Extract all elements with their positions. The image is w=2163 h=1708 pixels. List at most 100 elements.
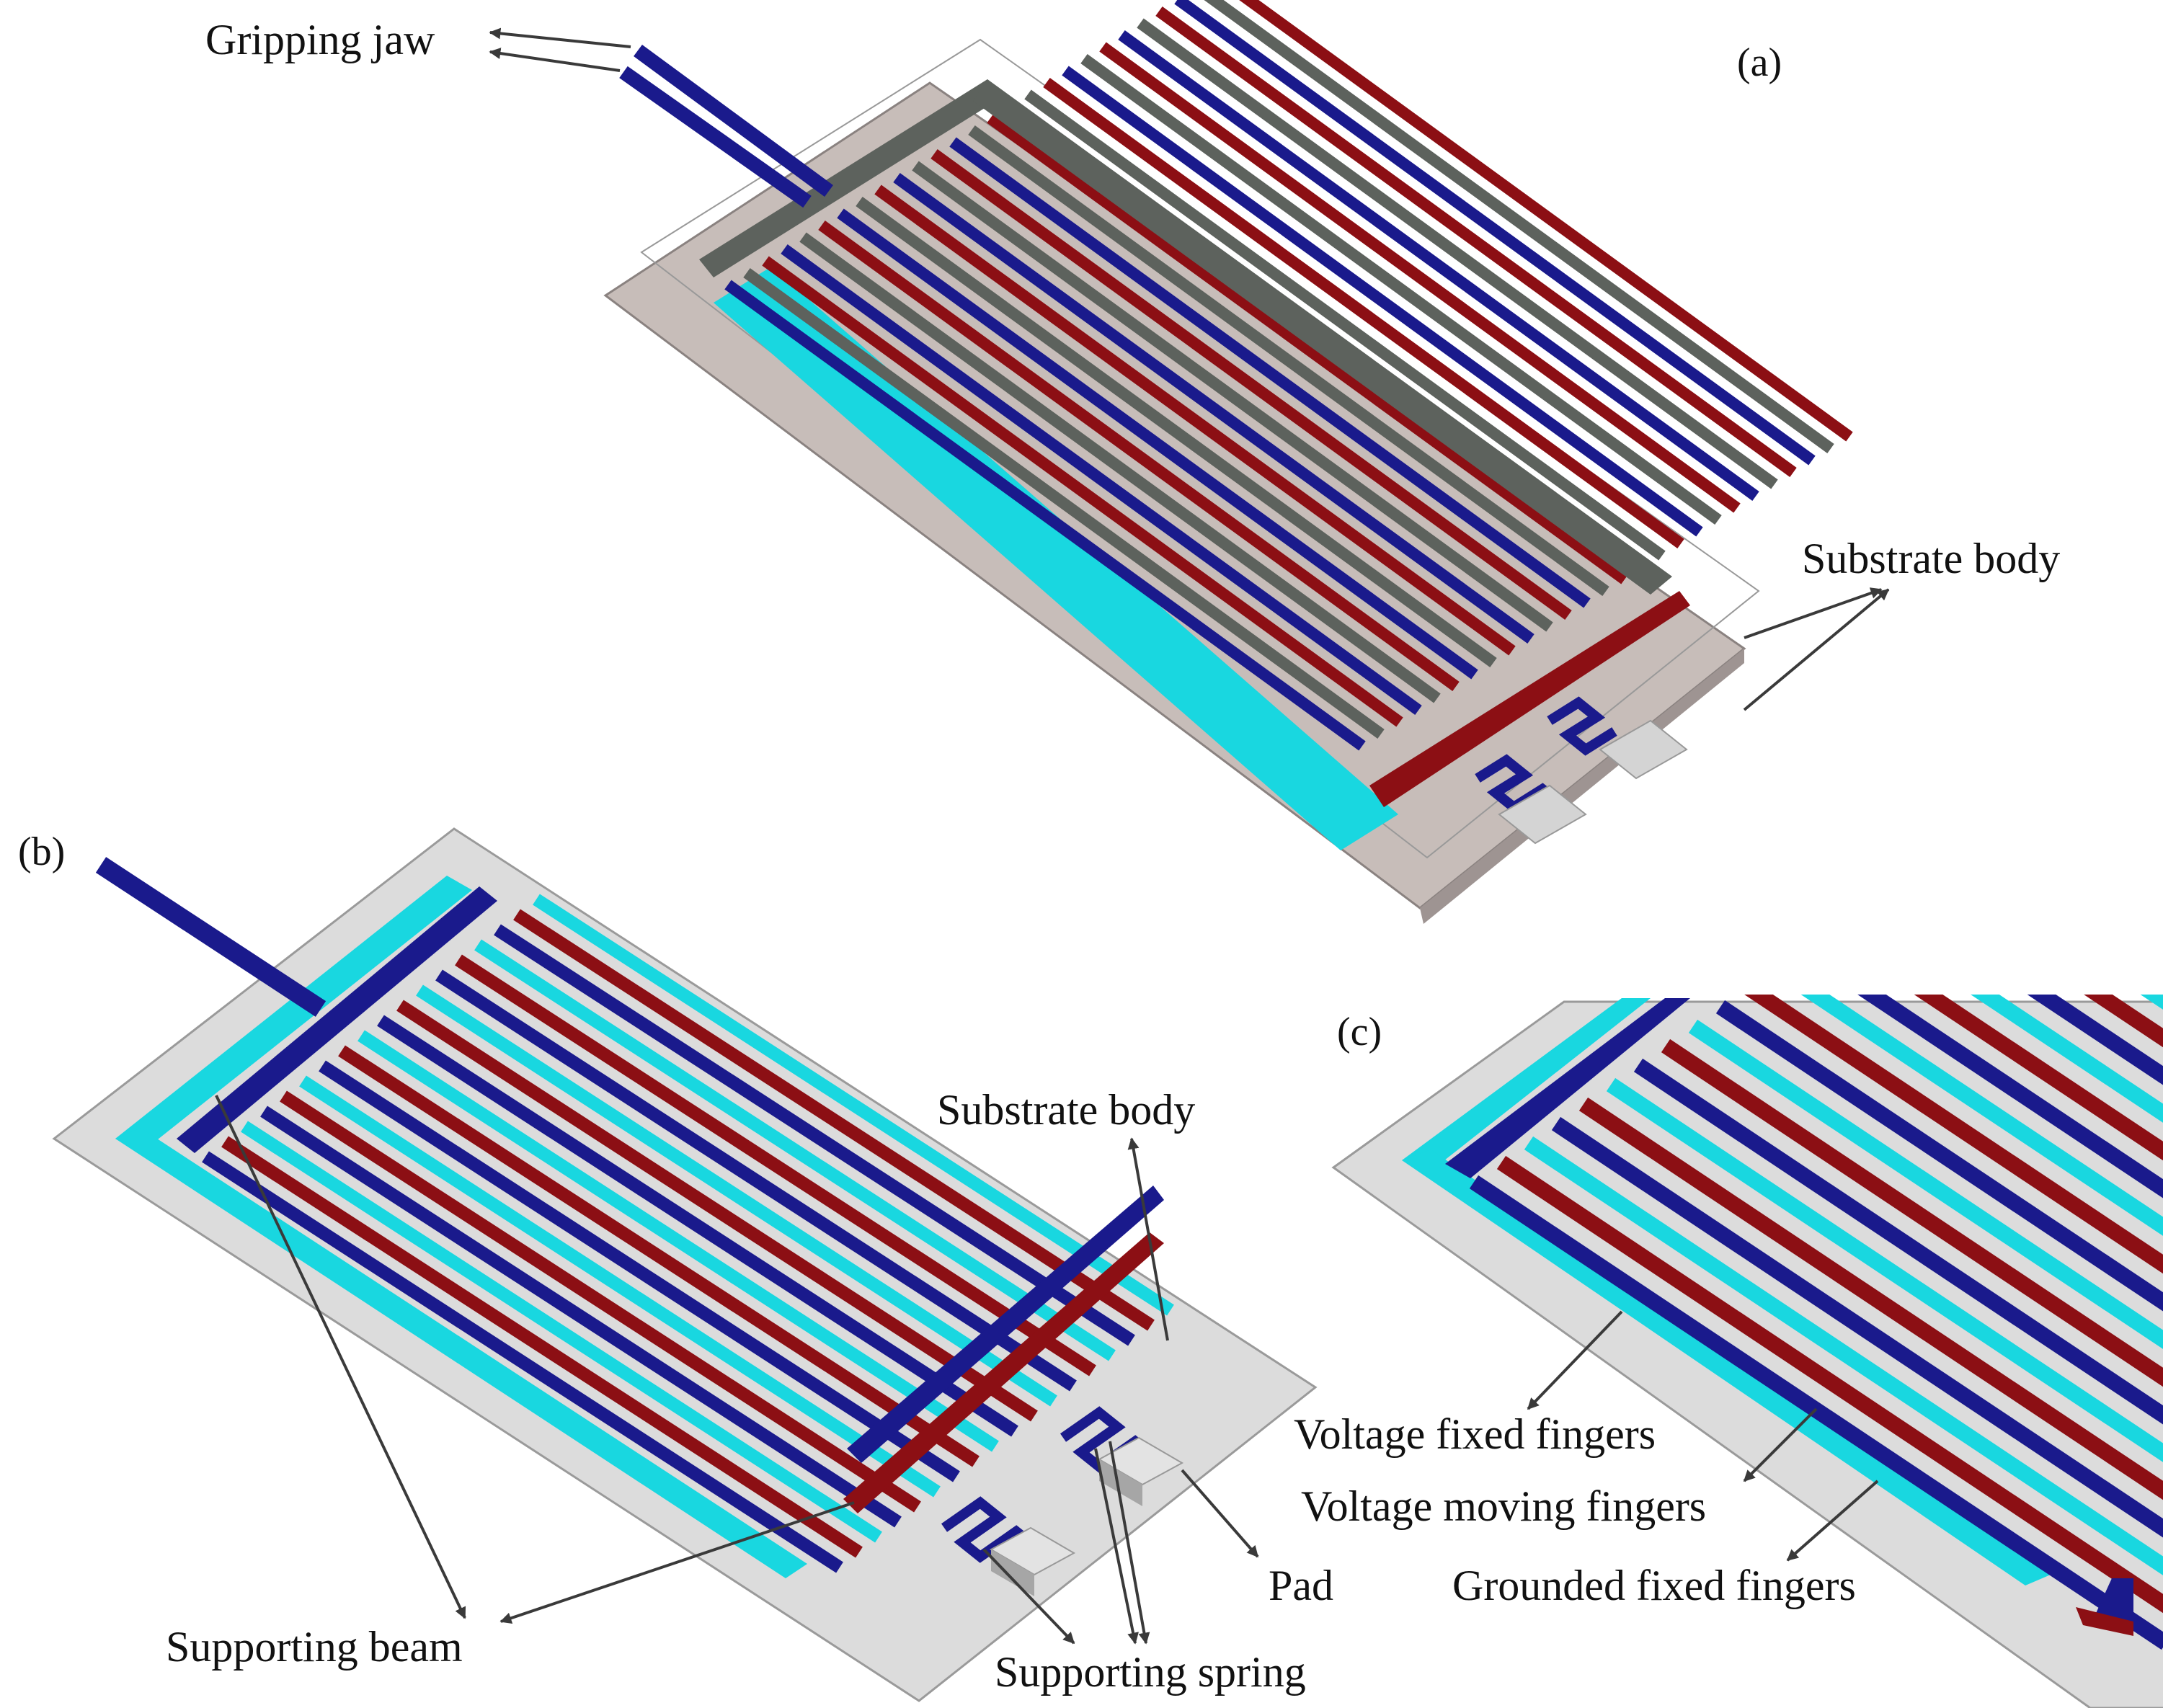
finger-b-6	[319, 1060, 960, 1482]
pad-b-1-side	[991, 1549, 1034, 1596]
finger-a-14	[987, 113, 1628, 584]
finger-b-9	[377, 1015, 1018, 1437]
finger-b-14	[474, 939, 1116, 1361]
finger-a-20	[1099, 42, 1741, 513]
cyan-frame-b-bottom	[115, 1128, 807, 1578]
pad-b-2-top	[1097, 1436, 1184, 1486]
finger-b-7	[338, 1045, 980, 1467]
arrow-voltage-fixed	[1527, 1310, 1623, 1410]
arrow-substrate-a-1	[1744, 587, 1883, 639]
gripping-jaw-2	[619, 66, 812, 208]
red-frame-b	[843, 1232, 1164, 1513]
finger-b-15	[494, 924, 1135, 1346]
finger-a-5	[818, 221, 1460, 691]
spring-pad-area-a	[1475, 696, 1688, 845]
label-pad: Pad	[1269, 1562, 1333, 1609]
cyan-frame-a	[714, 267, 1398, 850]
finger-b-1	[221, 1136, 863, 1558]
finger-a-19	[1080, 54, 1722, 525]
cyan-frame-b-left	[115, 876, 472, 1153]
pad-b-1-top	[989, 1526, 1076, 1576]
label-substrate-body-b: Substrate body	[937, 1086, 1195, 1134]
finger-c-2	[1524, 1136, 2163, 1575]
finger-a-21	[1118, 30, 1759, 501]
finger-a-4	[799, 232, 1441, 703]
label-supporting-beam: Supporting beam	[166, 1623, 463, 1671]
arrow-beam-2	[499, 1501, 855, 1624]
finger-b-0	[202, 1151, 843, 1573]
gray-top-comb	[699, 79, 1002, 277]
finger-a-25	[1204, 0, 1834, 453]
arrow-gripping-jaw-1	[489, 27, 631, 48]
beam-c-right	[2094, 1578, 2133, 1618]
finger-a-10	[912, 161, 1553, 632]
supporting-beam-right	[847, 1186, 1164, 1463]
finger-array-b	[202, 894, 1174, 1573]
finger-b-4	[280, 1090, 921, 1513]
finger-c-4	[1578, 1097, 2163, 1500]
arrow-voltage-moving	[1743, 1407, 1818, 1482]
finger-a-17	[1043, 78, 1684, 548]
finger-a-8	[874, 184, 1516, 656]
finger-b-12	[435, 969, 1077, 1392]
finger-c-0	[1469, 1175, 2163, 1650]
gray-side-comb	[973, 79, 1672, 595]
panel-c-tag: (c)	[1337, 1010, 1382, 1054]
finger-a-23	[1155, 6, 1797, 477]
finger-a-26	[1239, 0, 1853, 442]
label-gripping-jaw: Gripping jaw	[205, 16, 435, 63]
panel-b: (b) Substrate body Supporting beam Pad S…	[18, 827, 1333, 1702]
finger-b-11	[416, 984, 1057, 1407]
panel-a: (a) Gripping jaw Substrate body	[205, 0, 2060, 924]
panel-c: (c) Voltage fixed fingers Voltage moving…	[1294, 995, 2163, 1708]
finger-array-c	[1469, 995, 2163, 1650]
finger-c-13	[1914, 995, 2163, 1161]
finger-a-9	[893, 173, 1534, 644]
finger-b-2	[241, 1121, 882, 1543]
red-frame-c	[2076, 1607, 2133, 1636]
finger-a-18	[1062, 66, 1703, 537]
finger-b-17	[533, 894, 1174, 1316]
finger-c-1	[1496, 1155, 2163, 1614]
label-voltage-fixed: Voltage fixed fingers	[1294, 1410, 1656, 1458]
finger-b-13	[455, 954, 1096, 1376]
finger-a-2	[762, 256, 1403, 727]
beam-c	[1445, 998, 1690, 1178]
label-substrate-body-a: Substrate body	[1802, 535, 2060, 582]
cyan-frame-c	[1402, 998, 1651, 1171]
finger-c-10	[1744, 995, 2163, 1274]
label-supporting-spring: Supporting spring	[995, 1648, 1306, 1696]
cyan-frame-c-bottom	[1402, 1149, 2051, 1585]
panel-b-tag: (b)	[18, 829, 65, 874]
finger-a-3	[781, 244, 1422, 715]
arrow-spring-3	[1109, 1441, 1150, 1645]
finger-array-a	[724, 0, 1853, 751]
arrow-spring-2	[1094, 1448, 1139, 1645]
label-voltage-moving: Voltage moving fingers	[1301, 1482, 1706, 1530]
finger-a-13	[968, 125, 1609, 596]
arrow-pad	[1181, 1469, 1259, 1558]
arrow-substrate-a-2	[1743, 588, 1890, 711]
finger-c-7	[1661, 1038, 2163, 1387]
gripping-jaw-b	[95, 857, 327, 1017]
pad-b-2-side	[1099, 1459, 1142, 1506]
finger-a-1	[743, 268, 1385, 739]
spring-pad-area-b	[941, 1406, 1184, 1596]
finger-c-6	[1633, 1058, 2163, 1425]
panel-a-tag: (a)	[1737, 40, 1782, 85]
arrow-beam-1	[215, 1095, 466, 1619]
label-grounded-fixed: Grounded fixed fingers	[1452, 1562, 1856, 1609]
finger-c-12	[1857, 995, 2163, 1198]
finger-b-5	[299, 1075, 941, 1498]
finger-c-11	[1800, 995, 2163, 1236]
substrate-edge-a	[1420, 649, 1744, 924]
pad-a-2	[1599, 719, 1688, 780]
finger-a-6	[837, 208, 1478, 680]
finger-a-12	[949, 137, 1591, 608]
finger-a-16	[1024, 89, 1666, 561]
finger-a-24	[1174, 0, 1816, 466]
finger-b-16	[513, 909, 1155, 1331]
finger-c-3	[1551, 1116, 2163, 1538]
arrow-substrate-b	[1127, 1137, 1169, 1341]
